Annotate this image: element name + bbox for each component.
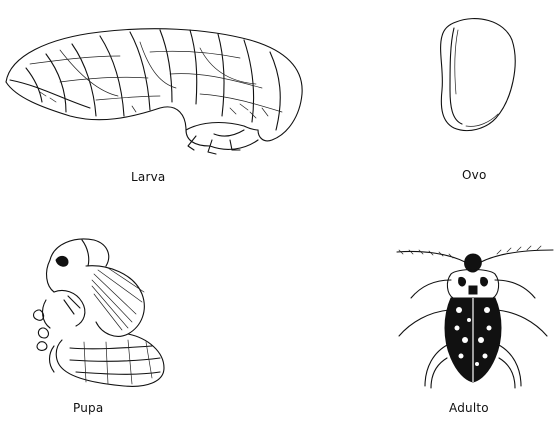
adult-label: Adulto bbox=[449, 401, 489, 415]
egg-label: Ovo bbox=[462, 168, 487, 182]
larva-drawing bbox=[0, 12, 310, 162]
egg-drawing bbox=[428, 10, 528, 140]
pupa-label: Pupa bbox=[73, 401, 103, 415]
pupa-drawing bbox=[24, 230, 184, 390]
adult-beetle-drawing bbox=[385, 240, 560, 400]
larva-label: Larva bbox=[131, 170, 165, 184]
